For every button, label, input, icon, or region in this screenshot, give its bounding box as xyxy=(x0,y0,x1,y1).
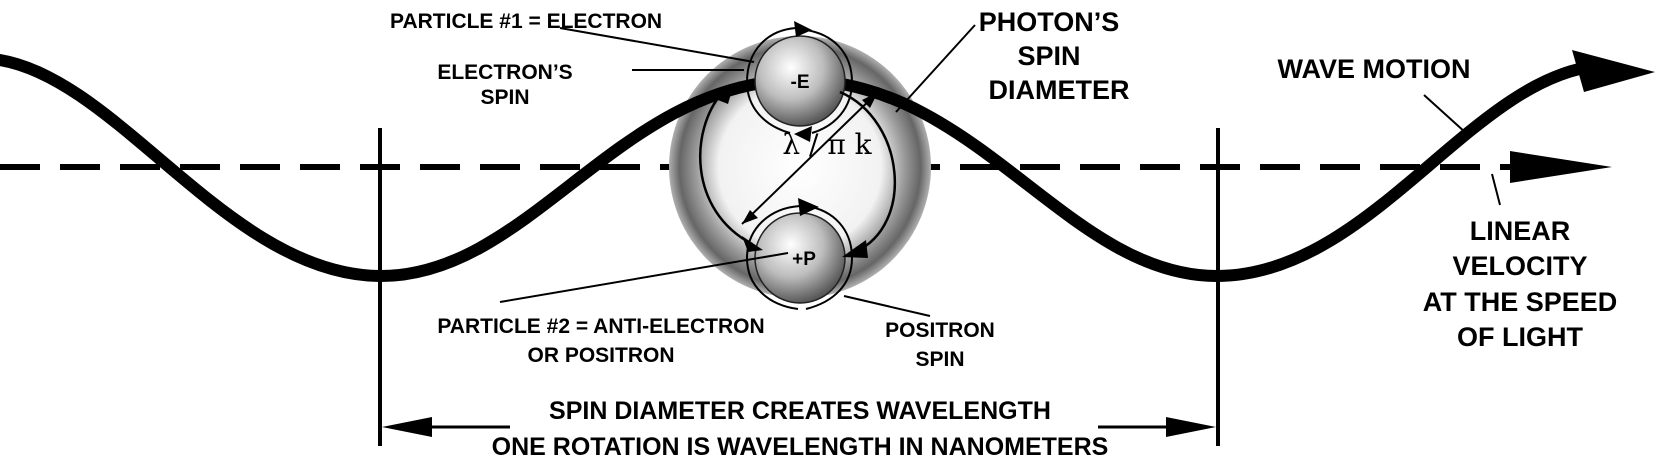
electron-spin-arrowhead-top xyxy=(794,21,812,37)
label-particle2-line1: PARTICLE #2 = ANTI-ELECTRON xyxy=(437,315,764,338)
velocity-arrowhead xyxy=(1510,151,1612,183)
electron-spin-arc-left xyxy=(745,27,797,134)
photon-diameter-line xyxy=(741,91,879,225)
label-linear-line4: OF LIGHT xyxy=(1457,322,1583,352)
electron-sphere xyxy=(754,35,846,127)
wavelength-arrowhead-right xyxy=(1166,417,1216,437)
electron-spin-arc-right xyxy=(805,29,854,134)
photon-spin-arc-right xyxy=(839,90,897,254)
label-linear-line3: AT THE SPEED xyxy=(1423,287,1618,317)
formula-lambda-pi-k: λ / π k xyxy=(782,128,872,161)
electron-symbol: -E xyxy=(791,72,810,93)
diameter-arrowhead-top xyxy=(862,92,878,108)
wavelength-arrowhead-left xyxy=(382,417,432,437)
label-bottom-line2: ONE ROTATION IS WAVELENGTH IN NANOMETERS xyxy=(492,433,1109,461)
positron-spin-arc-left xyxy=(745,205,801,310)
photon-spin-arc-left xyxy=(699,92,753,246)
label-photon-spin-line3: DIAMETER xyxy=(989,75,1130,105)
electron-spin-arrowhead-bottom xyxy=(794,126,812,142)
label-bottom-line1: SPIN DIAMETER CREATES WAVELENGTH xyxy=(549,397,1051,425)
label-particle2-line2: OR POSITRON xyxy=(527,344,674,367)
label-electron-spin-line2: SPIN xyxy=(480,86,529,109)
photon-spin-arrowhead-left-top xyxy=(713,83,734,104)
label-linear-line1: LINEAR xyxy=(1470,216,1571,246)
leader-particle2 xyxy=(499,252,789,303)
leader-particle1 xyxy=(559,27,755,63)
leader-positron-spin xyxy=(843,295,931,317)
label-wave-motion: WAVE MOTION xyxy=(1278,54,1471,84)
diameter-arrowhead-bottom xyxy=(742,210,758,224)
label-photon-spin-line1: PHOTON’S xyxy=(979,7,1120,37)
photon-spin-arrowhead-left-bottom xyxy=(742,236,763,252)
label-electron-spin-line1: ELECTRON’S xyxy=(437,61,572,84)
wave-arrowhead xyxy=(1572,50,1655,92)
positron-symbol: +P xyxy=(792,249,816,270)
label-linear-line2: VELOCITY xyxy=(1452,251,1587,281)
label-particle1: PARTICLE #1 = ELECTRON xyxy=(390,10,662,33)
label-photon-spin-line2: SPIN xyxy=(1017,41,1080,71)
positron-spin-arc-right xyxy=(805,205,854,310)
label-positron-spin-line2: SPIN xyxy=(915,348,964,371)
leader-photon-spin xyxy=(895,24,976,113)
photon-spin-arrowhead-right xyxy=(842,240,868,258)
leader-wave-motion xyxy=(1423,94,1467,134)
leader-linear-velocity xyxy=(1491,173,1501,206)
label-positron-spin-line1: POSITRON xyxy=(885,319,995,342)
